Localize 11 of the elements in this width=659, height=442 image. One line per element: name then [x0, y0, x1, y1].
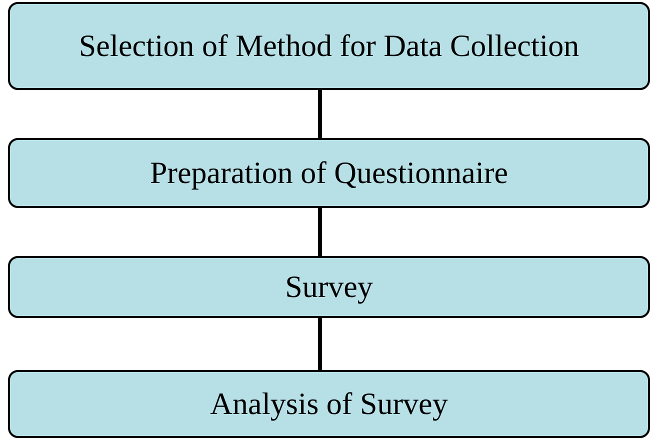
- connector-line: [318, 208, 322, 256]
- step-label: Survey: [285, 268, 373, 306]
- step-label: Analysis of Survey: [210, 384, 448, 423]
- process-box: [8, 256, 650, 318]
- step-label: Preparation of Questionnaire: [150, 154, 508, 192]
- connector-line: [318, 90, 322, 138]
- process-box: [8, 2, 650, 90]
- step-label: Selection of Method for Data Collection: [78, 26, 580, 65]
- connector-line: [318, 318, 322, 370]
- process-box: [8, 370, 650, 438]
- process-box: [8, 138, 650, 208]
